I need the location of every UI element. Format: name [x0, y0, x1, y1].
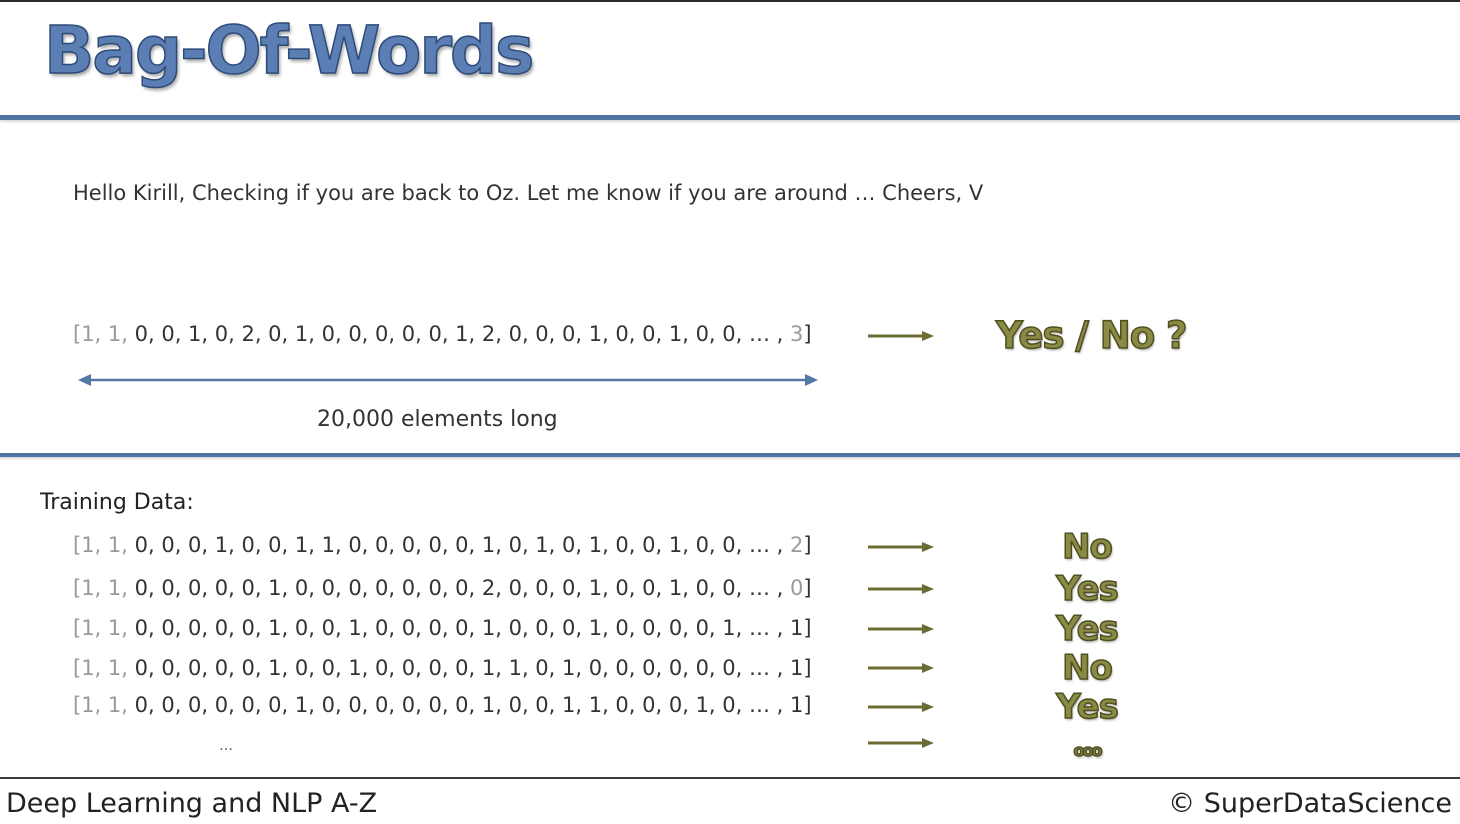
- training-row-label: Yes: [1055, 686, 1119, 728]
- vector-length-label: 20,000 elements long: [317, 407, 558, 432]
- vector-gray-suffix: 3: [783, 322, 804, 346]
- vector-gray-prefix: [1, 1,: [73, 533, 128, 557]
- training-row-vector: [1, 1, 0, 0, 0, 0, 0, 1, 0, 0, 0, 0, 0, …: [73, 576, 812, 600]
- vector-body: 0, 0, 1, 0, 2, 0, 1, 0, 0, 0, 0, 0, 1, 2…: [127, 322, 784, 346]
- vector-gray-suffix: 0: [783, 576, 804, 600]
- vector-body: 0, 0, 0, 0, 0, 1, 0, 0, 0, 0, 0, 0, 0, 2…: [127, 576, 784, 600]
- training-row-vector: [1, 1, 0, 0, 0, 0, 0, 0, 1, 0, 0, 0, 0, …: [73, 693, 812, 717]
- slide-title: Bag-Of-Words: [43, 12, 535, 89]
- training-row-vector: [1, 1, 0, 0, 0, 0, 0, 1, 0, 0, 1, 0, 0, …: [73, 656, 812, 680]
- vector-close: ]: [803, 533, 812, 557]
- training-row-vector: [1, 1, 0, 0, 0, 0, 0, 1, 0, 0, 1, 0, 0, …: [73, 616, 812, 640]
- vector-body: 0, 0, 0, 0, 0, 1, 0, 0, 1, 0, 0, 0, 0, 1…: [127, 656, 804, 680]
- section-divider: [0, 453, 1460, 457]
- training-row-label: No: [1061, 526, 1113, 568]
- right-arrow-icon: [868, 584, 934, 594]
- right-arrow-icon: [868, 331, 934, 341]
- vector-close: ]: [803, 616, 812, 640]
- course-name: Deep Learning and NLP A-Z: [6, 788, 378, 819]
- training-data-title: Training Data:: [40, 490, 194, 515]
- right-arrow-icon: [868, 663, 934, 673]
- more-labels-ellipsis: ooo: [1073, 740, 1103, 761]
- training-row-vector: [1, 1, 0, 0, 0, 1, 0, 0, 1, 1, 0, 0, 0, …: [73, 533, 812, 557]
- vector-gray-prefix: [1, 1,: [73, 693, 128, 717]
- right-arrow-icon: [868, 738, 934, 748]
- vector-close: ]: [803, 656, 812, 680]
- footer-divider: [0, 777, 1460, 779]
- vector-close: ]: [803, 576, 812, 600]
- training-row-label: Yes: [1055, 608, 1119, 650]
- right-arrow-icon: [868, 624, 934, 634]
- vector-gray-prefix: [1, 1,: [73, 322, 128, 346]
- top-border: [0, 0, 1460, 2]
- title-divider: [0, 115, 1460, 120]
- more-rows-ellipsis: …: [219, 738, 233, 754]
- right-arrow-icon: [868, 702, 934, 712]
- vector-body: 0, 0, 0, 0, 0, 1, 0, 0, 1, 0, 0, 0, 0, 1…: [127, 616, 804, 640]
- vector-gray-prefix: [1, 1,: [73, 656, 128, 680]
- vector-gray-prefix: [1, 1,: [73, 576, 128, 600]
- double-arrow-icon: [78, 374, 818, 386]
- vector-close: ]: [803, 693, 812, 717]
- vector-close: ]: [803, 322, 812, 346]
- vector-body: 0, 0, 0, 0, 0, 0, 1, 0, 0, 0, 0, 0, 0, 1…: [127, 693, 804, 717]
- training-row-label: Yes: [1055, 568, 1119, 610]
- right-arrow-icon: [868, 542, 934, 552]
- yes-no-question-label: Yes / No ?: [995, 313, 1188, 358]
- vector-body: 0, 0, 0, 1, 0, 0, 1, 1, 0, 0, 0, 0, 0, 1…: [127, 533, 784, 557]
- vector-gray-suffix: 2: [783, 533, 804, 557]
- copyright: © SuperDataScience: [1168, 788, 1452, 819]
- example-vector: [1, 1, 0, 0, 1, 0, 2, 0, 1, 0, 0, 0, 0, …: [73, 322, 812, 346]
- vector-gray-prefix: [1, 1,: [73, 616, 128, 640]
- example-sentence: Hello Kirill, Checking if you are back t…: [73, 181, 984, 205]
- training-row-label: No: [1061, 647, 1113, 689]
